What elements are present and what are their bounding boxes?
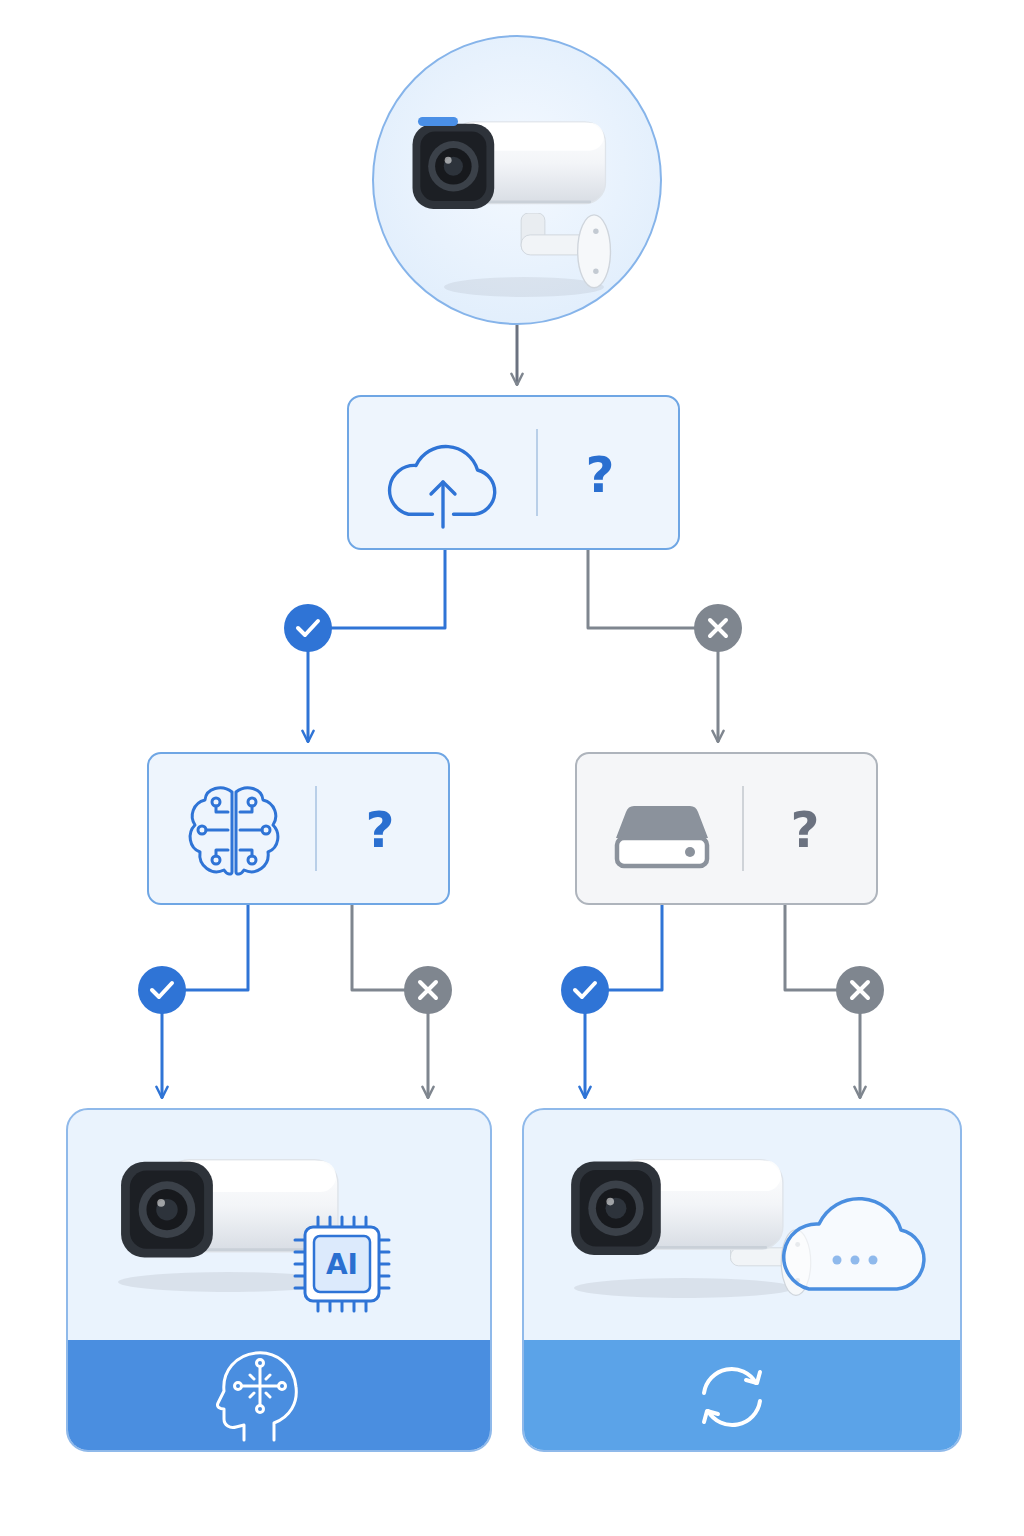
flow-connector (585, 905, 662, 1098)
brain-icon (190, 788, 278, 874)
camera-illustration (374, 37, 662, 325)
ai-camera-illustration (305, 1227, 379, 1301)
flow-connector (516, 325, 519, 385)
cross-badge (694, 604, 742, 652)
decision-box: ? (347, 395, 680, 550)
ai-camera-illustration (257, 1406, 264, 1413)
cross-badge (694, 604, 742, 652)
check-badge (298, 621, 318, 635)
cloud-upload-icon (349, 397, 680, 550)
cloud-camera-illustration (524, 1110, 962, 1452)
storage-drive-icon (616, 806, 708, 866)
cross-badge (836, 966, 884, 1014)
brain-icon (198, 826, 206, 834)
cloud-camera-illustration (851, 1256, 860, 1265)
cloud-upload-icon (390, 446, 495, 527)
camera-illustration (521, 213, 610, 288)
camera-illustration (444, 277, 604, 297)
cloud-camera-illustration (784, 1199, 924, 1289)
storage-drive-icon (685, 847, 695, 857)
ai-camera-illustration (314, 1236, 370, 1292)
brain-icon (149, 754, 450, 905)
brain-icon (240, 829, 262, 832)
cross-badge (852, 982, 868, 998)
chip-label: AI (326, 1251, 358, 1279)
cloud-camera-illustration (571, 1160, 783, 1255)
cross-badge (420, 982, 436, 998)
camera-illustration (418, 117, 458, 126)
check-badge (284, 604, 332, 652)
ai-camera-illustration (295, 1217, 389, 1311)
brain-icon (190, 788, 232, 874)
ai-camera-illustration (250, 1375, 270, 1397)
check-badge (561, 966, 609, 1014)
camera-circle (372, 35, 662, 325)
divider-line (742, 786, 744, 871)
check-badge (575, 983, 595, 997)
brain-icon (248, 856, 256, 864)
divider-line (536, 429, 538, 516)
cross-badge (404, 966, 452, 1014)
divider-line (315, 786, 317, 871)
ai-camera-illustration (217, 1353, 296, 1440)
ai-camera-illustration (242, 1367, 278, 1405)
camera-illustration (413, 122, 606, 209)
check-badge (561, 966, 609, 1014)
cloud-upload-icon (431, 482, 455, 494)
ai-camera-illustration (279, 1383, 286, 1390)
decision-box: ? (147, 752, 450, 905)
brain-icon (262, 826, 270, 834)
ai-camera-illustration (235, 1383, 242, 1390)
cloud-camera-illustration (704, 1369, 760, 1425)
cross-badge (404, 966, 452, 1014)
check-badge (152, 983, 172, 997)
brain-icon (206, 829, 228, 832)
cross-badge (710, 620, 726, 636)
brain-icon (248, 798, 256, 806)
flow-connector (588, 550, 718, 742)
flow-connector (352, 905, 428, 1098)
cloud-camera-illustration (784, 1199, 924, 1289)
check-badge (284, 604, 332, 652)
cloud-camera-illustration (746, 1372, 760, 1383)
cloud-camera-illustration (704, 1411, 718, 1422)
outcome-box: AI (66, 1108, 492, 1452)
flow-connector (162, 905, 248, 1098)
check-badge (138, 966, 186, 1014)
flow-connector (308, 550, 445, 742)
question-mark: ? (790, 805, 819, 855)
storage-drive-icon (577, 754, 878, 905)
ai-camera-illustration (257, 1360, 264, 1367)
cloud-camera-illustration (574, 1278, 794, 1298)
ai-camera-illustration (68, 1110, 492, 1452)
question-mark: ? (585, 450, 614, 500)
brain-icon (212, 856, 220, 864)
check-badge (138, 966, 186, 1014)
storage-drive-icon (617, 838, 707, 866)
cloud-camera-illustration (869, 1256, 878, 1265)
cloud-camera-illustration (833, 1256, 842, 1265)
decision-box: ? (575, 752, 878, 905)
cloud-upload-icon (441, 482, 444, 527)
question-mark: ? (365, 805, 394, 855)
flow-connector (785, 905, 860, 1098)
storage-drive-icon (616, 806, 708, 838)
brain-icon (236, 788, 278, 874)
ai-camera-illustration (217, 1353, 296, 1440)
outcome-band (524, 1340, 960, 1450)
outcome-box (522, 1108, 962, 1452)
cross-badge (836, 966, 884, 1014)
brain-icon (212, 798, 220, 806)
